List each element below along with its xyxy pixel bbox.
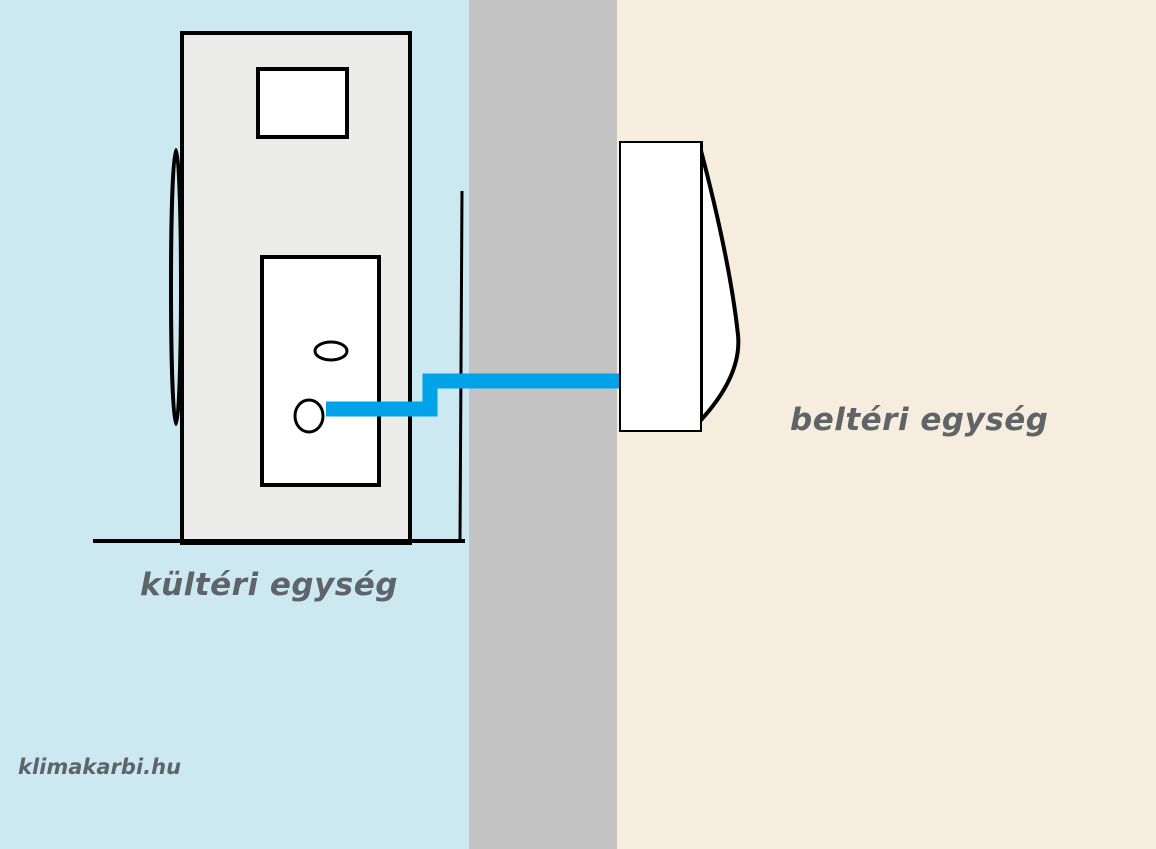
indoor-area	[617, 0, 1156, 849]
outdoor-unit-fan-side	[169, 148, 183, 426]
outdoor-unit-service-panel	[260, 255, 381, 487]
outdoor-unit	[169, 31, 412, 545]
refrigerant-pipe	[326, 373, 634, 417]
indoor-unit-label: beltéri egység	[790, 402, 1049, 438]
indoor-unit-curved-front	[696, 141, 741, 426]
outdoor-unit-top-panel	[256, 67, 349, 139]
website-watermark: klimakarbi.hu	[18, 755, 182, 779]
indoor-unit-body	[619, 141, 702, 432]
bracket-vertical	[458, 190, 464, 542]
wall	[469, 0, 617, 849]
mounting-bracket	[93, 190, 465, 543]
service-valve-upper	[313, 340, 349, 362]
service-valve-lower	[293, 398, 325, 434]
indoor-unit	[619, 141, 741, 432]
outdoor-unit-label: kültéri egység	[140, 567, 398, 603]
